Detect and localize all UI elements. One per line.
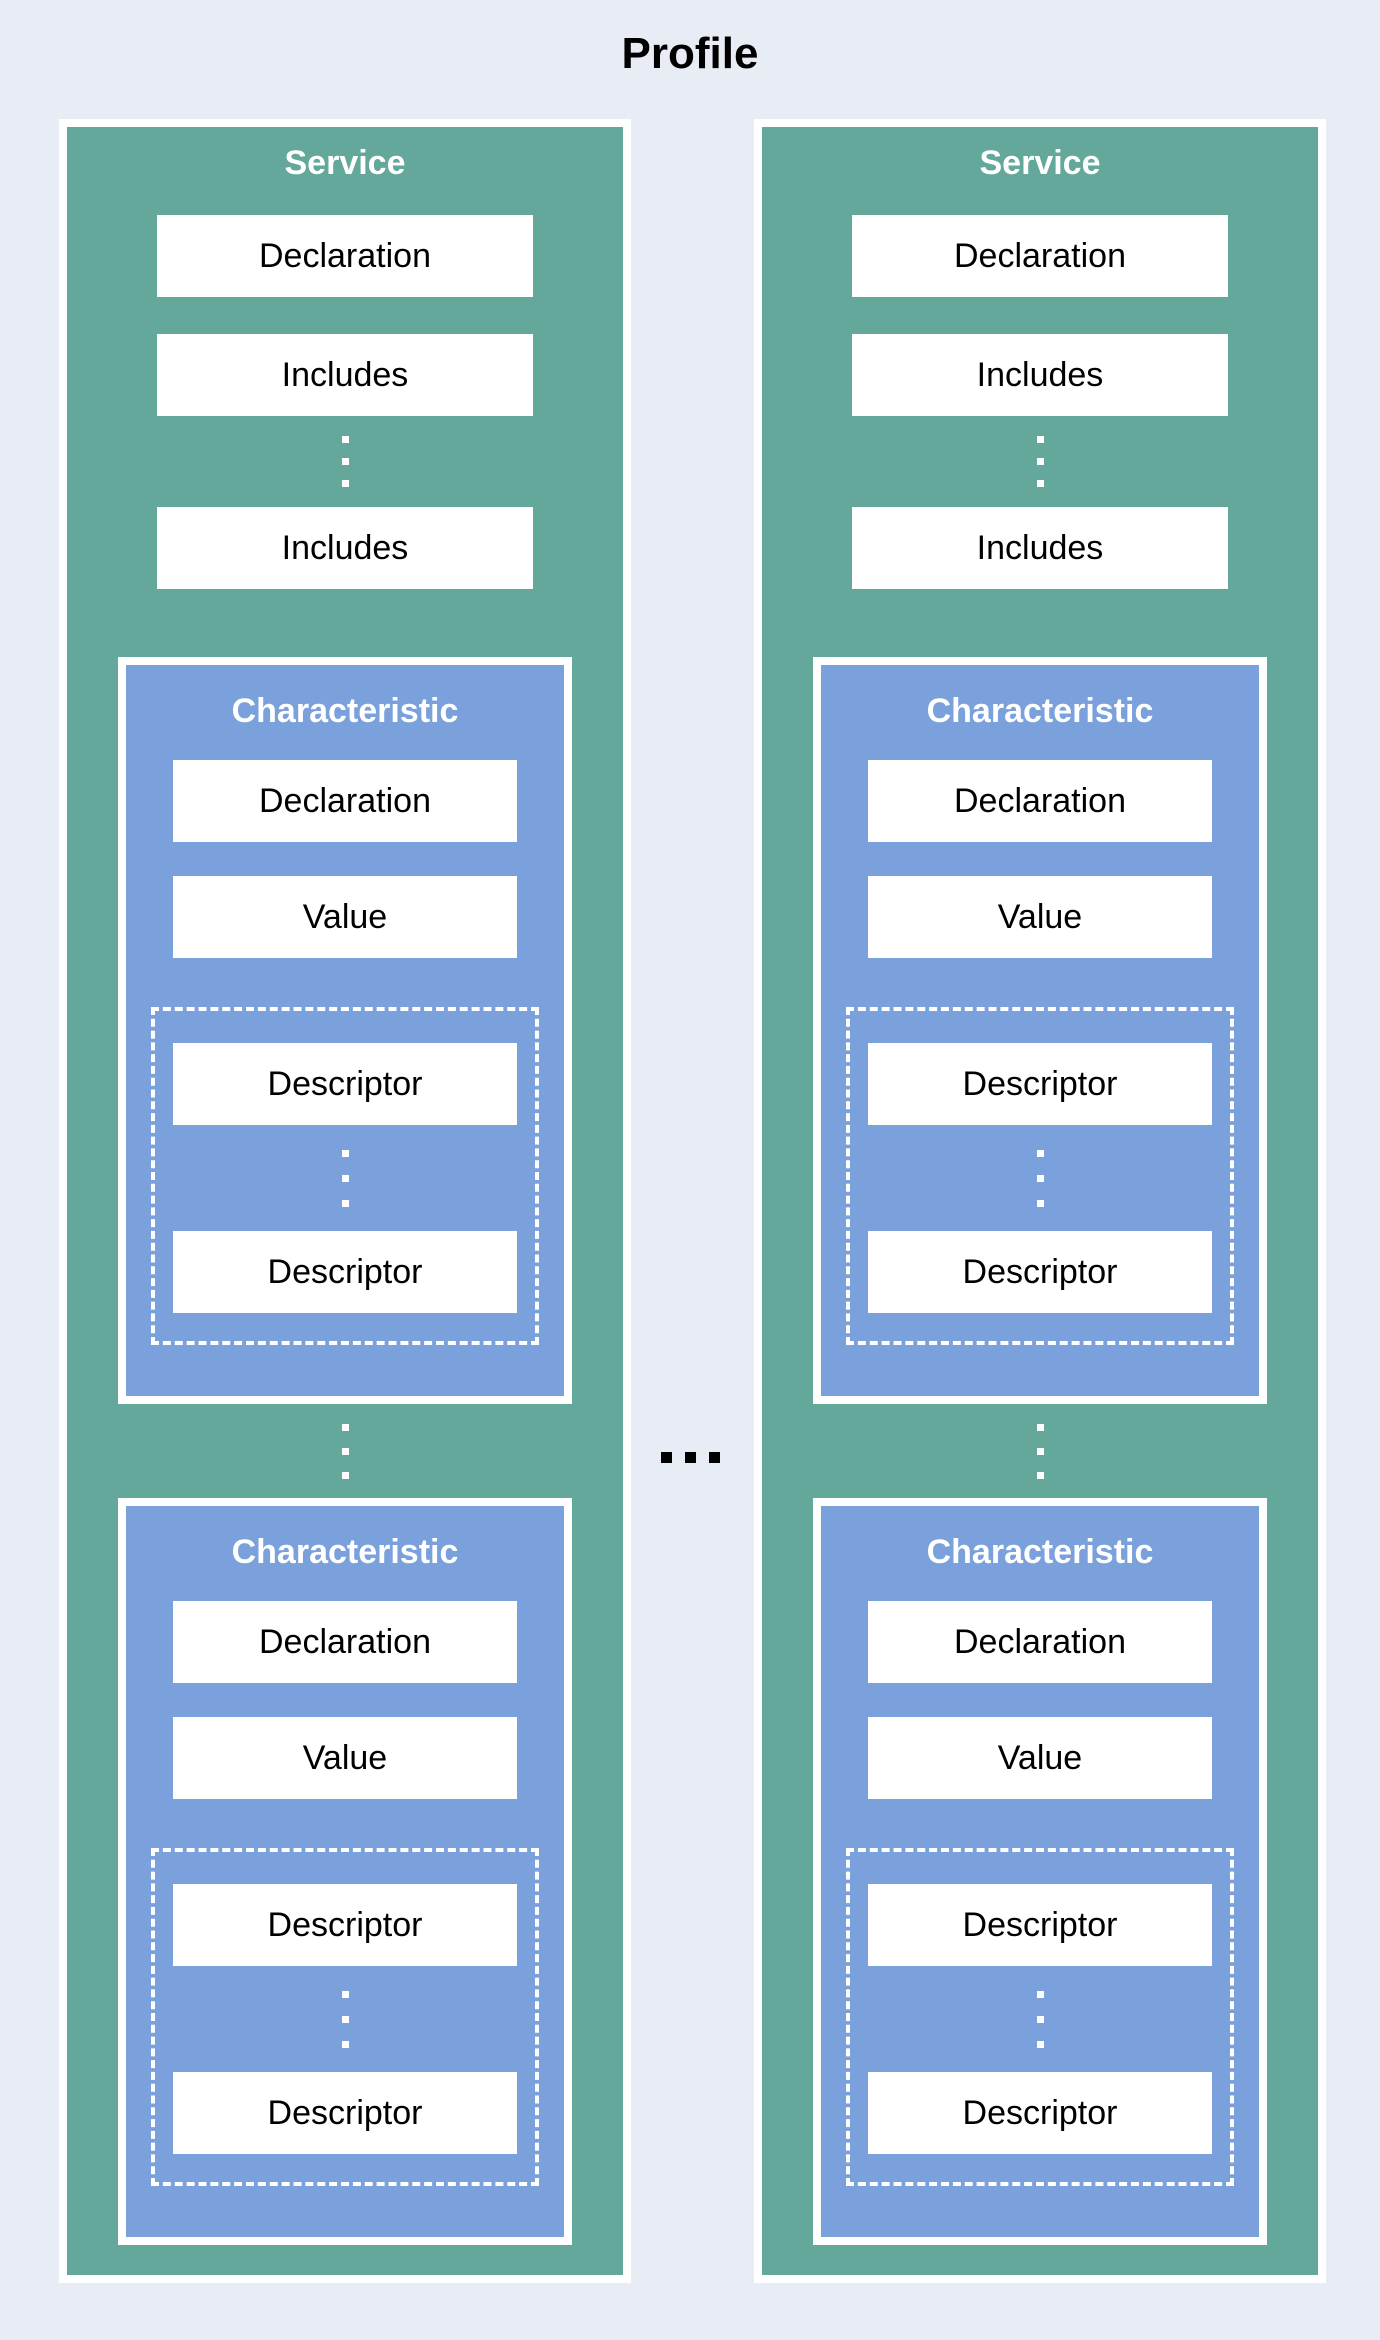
vertical-ellipsis-icon (155, 1991, 535, 2048)
includes-box: Includes (852, 507, 1228, 589)
descriptor-box: Descriptor (173, 1231, 517, 1313)
characteristic-value-box: Value (868, 1717, 1212, 1799)
descriptor-box: Descriptor (868, 2072, 1212, 2154)
descriptor-box: Descriptor (868, 1231, 1212, 1313)
service-title: Service (284, 144, 406, 182)
page-title: Profile (621, 29, 759, 78)
characteristic-panel: Characteristic Declaration Value Descrip… (813, 1498, 1267, 2245)
descriptor-group: Descriptor Descriptor (846, 1848, 1234, 2186)
characteristic-declaration-box: Declaration (173, 760, 517, 842)
characteristic-declaration-box: Declaration (868, 760, 1212, 842)
includes-box: Includes (852, 334, 1228, 416)
characteristic-panel: Characteristic Declaration Value Descrip… (813, 657, 1267, 1404)
service-declaration-box: Declaration (852, 215, 1228, 297)
characteristic-panel: Characteristic Declaration Value Descrip… (118, 657, 572, 1404)
characteristic-value-box: Value (173, 1717, 517, 1799)
characteristic-value-box: Value (868, 876, 1212, 958)
service-title: Service (979, 144, 1101, 182)
descriptor-box: Descriptor (173, 1884, 517, 1966)
vertical-ellipsis-icon (850, 1150, 1230, 1207)
service-panel: Service Declaration Includes Includes Ch… (59, 119, 631, 2283)
descriptor-box: Descriptor (173, 1043, 517, 1125)
vertical-ellipsis-icon (850, 1991, 1230, 2048)
vertical-ellipsis-icon (67, 436, 623, 487)
includes-box: Includes (157, 334, 533, 416)
descriptor-box: Descriptor (868, 1884, 1212, 1966)
characteristic-title: Characteristic (926, 692, 1154, 730)
descriptor-group: Descriptor Descriptor (846, 1007, 1234, 1345)
characteristic-declaration-box: Declaration (173, 1601, 517, 1683)
vertical-ellipsis-icon (762, 1424, 1318, 1479)
characteristic-panel: Characteristic Declaration Value Descrip… (118, 1498, 572, 2245)
characteristic-title: Characteristic (231, 1533, 459, 1571)
includes-box: Includes (157, 507, 533, 589)
vertical-ellipsis-icon (762, 436, 1318, 487)
descriptor-group: Descriptor Descriptor (151, 1007, 539, 1345)
descriptor-box: Descriptor (173, 2072, 517, 2154)
service-declaration-box: Declaration (157, 215, 533, 297)
service-panel: Service Declaration Includes Includes Ch… (754, 119, 1326, 2283)
vertical-ellipsis-icon (155, 1150, 535, 1207)
characteristic-title: Characteristic (231, 692, 459, 730)
horizontal-ellipsis-icon (0, 1452, 1380, 1463)
characteristic-declaration-box: Declaration (868, 1601, 1212, 1683)
vertical-ellipsis-icon (67, 1424, 623, 1479)
characteristic-value-box: Value (173, 876, 517, 958)
descriptor-group: Descriptor Descriptor (151, 1848, 539, 2186)
characteristic-title: Characteristic (926, 1533, 1154, 1571)
descriptor-box: Descriptor (868, 1043, 1212, 1125)
